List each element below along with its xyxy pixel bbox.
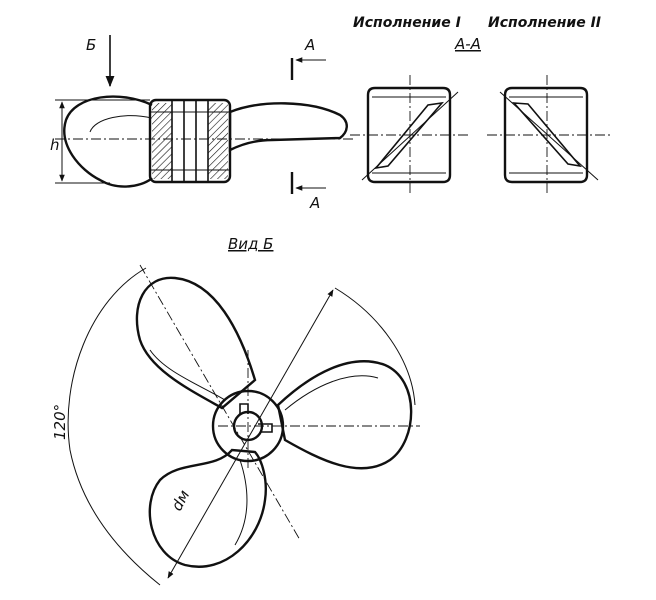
v1-blade-section	[374, 101, 444, 170]
h-label: h	[50, 136, 60, 154]
angle-arc-left	[67, 267, 161, 586]
section-version-2	[487, 75, 610, 196]
front-blade-upper	[135, 276, 257, 410]
diameter-label: dм	[168, 487, 194, 514]
v2-blade-section	[512, 102, 583, 168]
v1-frame	[366, 86, 452, 184]
v2-blade-axis	[499, 91, 599, 181]
section-title: А-А	[454, 35, 481, 53]
angle-arc-right	[334, 287, 416, 406]
hub-bore	[171, 99, 209, 183]
side-blade-left-edge	[89, 115, 153, 133]
version-1-title: Исполнение I	[353, 15, 461, 31]
section-label-bottom: A	[309, 194, 320, 212]
front-blade-right-edge	[284, 375, 379, 411]
side-blade-left	[63, 95, 153, 188]
v2-frame	[503, 86, 589, 184]
side-blade-right	[228, 102, 348, 152]
section-version-1	[350, 75, 470, 196]
angle-label: 120°	[51, 404, 69, 440]
view-arrow-label: Б	[86, 36, 96, 54]
front-blade-right	[276, 360, 413, 470]
front-blade-lower-edge	[234, 459, 248, 546]
hub-hatch-right	[208, 103, 228, 179]
diameter-dimension-line	[167, 289, 334, 579]
version-2-title: Исполнение II	[488, 15, 601, 31]
view-b-title: Вид Б	[228, 235, 273, 253]
side-view: Б h A A	[50, 35, 355, 212]
front-view: 120° dм	[51, 264, 420, 586]
hub-hatch-left	[152, 103, 172, 179]
section-label-top: A	[304, 36, 315, 54]
